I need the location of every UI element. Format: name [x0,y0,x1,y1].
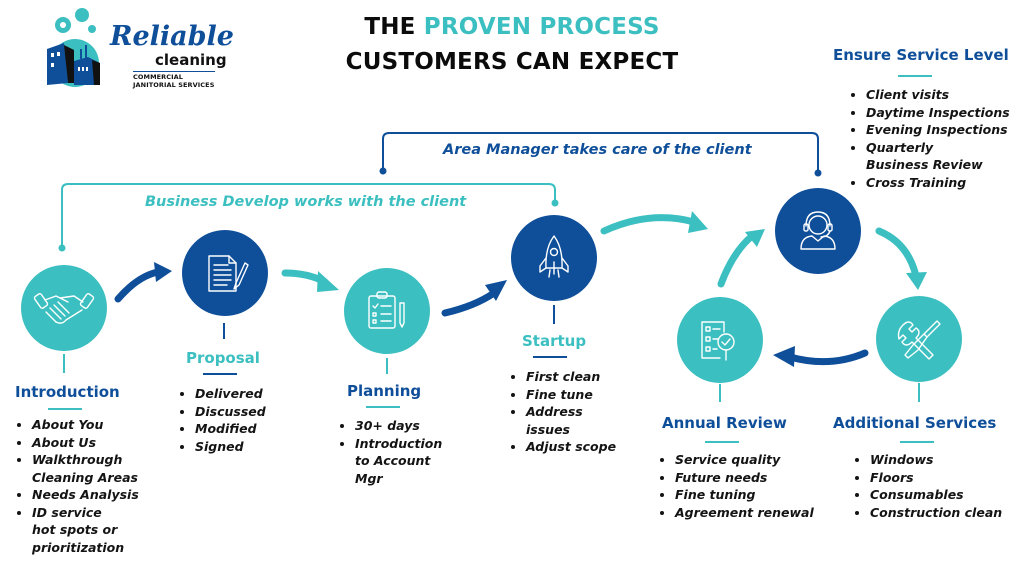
planning-list: 30+ days Introduction to Account Mgr [341,417,475,487]
list-item: Fine tune [526,386,636,404]
title-underline [203,373,237,375]
stage-title-additional-services: Additional Services [833,414,997,432]
title-underline [366,406,400,408]
title-prefix: THE [364,14,424,40]
stage-title-proposal: Proposal [186,349,260,367]
list-item: Introduction to Account Mgr [355,435,455,488]
stage-title-startup: Startup [522,332,587,350]
title-underline [533,356,567,358]
proposal-list: Delivered Discussed Modified Signed [181,385,315,455]
rocket-icon [539,235,569,278]
stage-circle-startup [511,215,597,301]
annual-review-list: Service quality Future needs Fine tuning… [661,451,835,521]
list-item: Address issues [526,403,586,438]
arrow-annual-to-ensure [717,232,756,288]
arrowhead-1 [154,262,172,282]
list-item: Future needs [675,469,835,487]
bracket-dot-left [58,244,66,252]
list-item: Signed [195,438,315,456]
arrow-ensure-to-additional [875,227,920,280]
bracket-dot-right-navy [814,169,822,177]
list-item: Floors [870,469,1024,487]
stage-title-annual-review: Annual Review [662,414,787,432]
list-item: Evening Inspections [866,121,1024,139]
arrowhead-3 [485,280,507,301]
stage-circle-ensure [775,188,861,274]
list-item: Windows [870,451,1024,469]
arrow-startup-to-cycle [600,214,698,235]
arrow-planning-to-startup [441,289,498,317]
list-item: Delivered [195,385,315,403]
list-item: ID service hot spots or prioritization [32,504,124,557]
list-item: Cross Training [866,174,1024,192]
arrowhead-2 [317,271,339,292]
stage-title-ensure: Ensure Service Level [833,46,1009,64]
introduction-list: About You About Us Walkthrough Cleaning … [18,416,172,556]
list-item: 30+ days [355,417,475,435]
list-item: About You [32,416,172,434]
bracket-dot-right [551,199,559,207]
arrow-additional-to-annual [786,349,869,366]
area-manager-label: Area Manager takes care of the client [443,142,752,158]
business-develop-label: Business Develop works with the client [145,194,467,210]
clipboard-checklist-icon [368,291,405,329]
list-item: Construction clean [870,504,1024,522]
page-title-line-2: CUSTOMERS CAN EXPECT [345,49,679,75]
logo-brand-sub: cleaning [155,51,227,69]
list-item: Modified [195,420,315,438]
handshake-icon [33,293,95,324]
title-underline [900,441,934,443]
title-underline [705,441,739,443]
list-item: Adjust scope [526,438,636,456]
document-pen-icon [208,255,249,292]
company-logo: Reliable cleaning COMMERCIAL JANITORIAL … [30,5,234,89]
list-item: Needs Analysis [32,486,172,504]
list-item: First clean [526,368,636,386]
list-item: Walkthrough Cleaning Areas [32,451,144,486]
stage-circle-proposal [182,230,268,316]
startup-list: First clean Fine tune Address issues Adj… [512,368,636,456]
bubbles-buildings-logo-icon [47,8,100,87]
additional-services-list: Windows Floors Consumables Construction … [856,451,1024,521]
logo-brand-name: Reliable [110,21,234,52]
business-develop-bracket [61,183,556,248]
list-item: Discussed [195,403,315,421]
bracket-dot-left-navy [379,167,387,175]
arrowhead-5 [745,229,765,247]
list-item: Daytime Inspections [866,104,1024,122]
area-manager-bracket [382,132,819,172]
title-underline [48,408,82,410]
list-item: Client visits [866,86,1024,104]
list-item: Fine tuning [675,486,835,504]
checklist-magnifier-icon [701,321,735,361]
stage-circle-planning [344,268,430,354]
ensure-list: Client visits Daytime Inspections Evenin… [852,86,1024,191]
list-item: Agreement renewal [675,504,835,522]
arrowhead-6 [906,272,927,290]
list-item: About Us [32,434,172,452]
title-underline [898,75,932,77]
list-item: Service quality [675,451,835,469]
list-item: Consumables [870,486,1024,504]
stage-title-introduction: Introduction [15,383,120,401]
title-highlight: PROVEN PROCESS [423,14,660,40]
headset-agent-icon [800,211,836,250]
arrowhead-7 [773,346,795,367]
arrowhead-4 [688,211,708,233]
arrow-intro-to-proposal [114,268,162,303]
page-title-line-1: THE PROVEN PROCESS [0,14,1024,40]
stage-title-planning: Planning [347,382,422,400]
wrench-screwdriver-icon [897,320,941,360]
stage-circle-annual [677,297,763,383]
list-item: Quarterly Business Review [866,139,996,174]
logo-tagline: COMMERCIAL JANITORIAL SERVICES [133,71,215,89]
